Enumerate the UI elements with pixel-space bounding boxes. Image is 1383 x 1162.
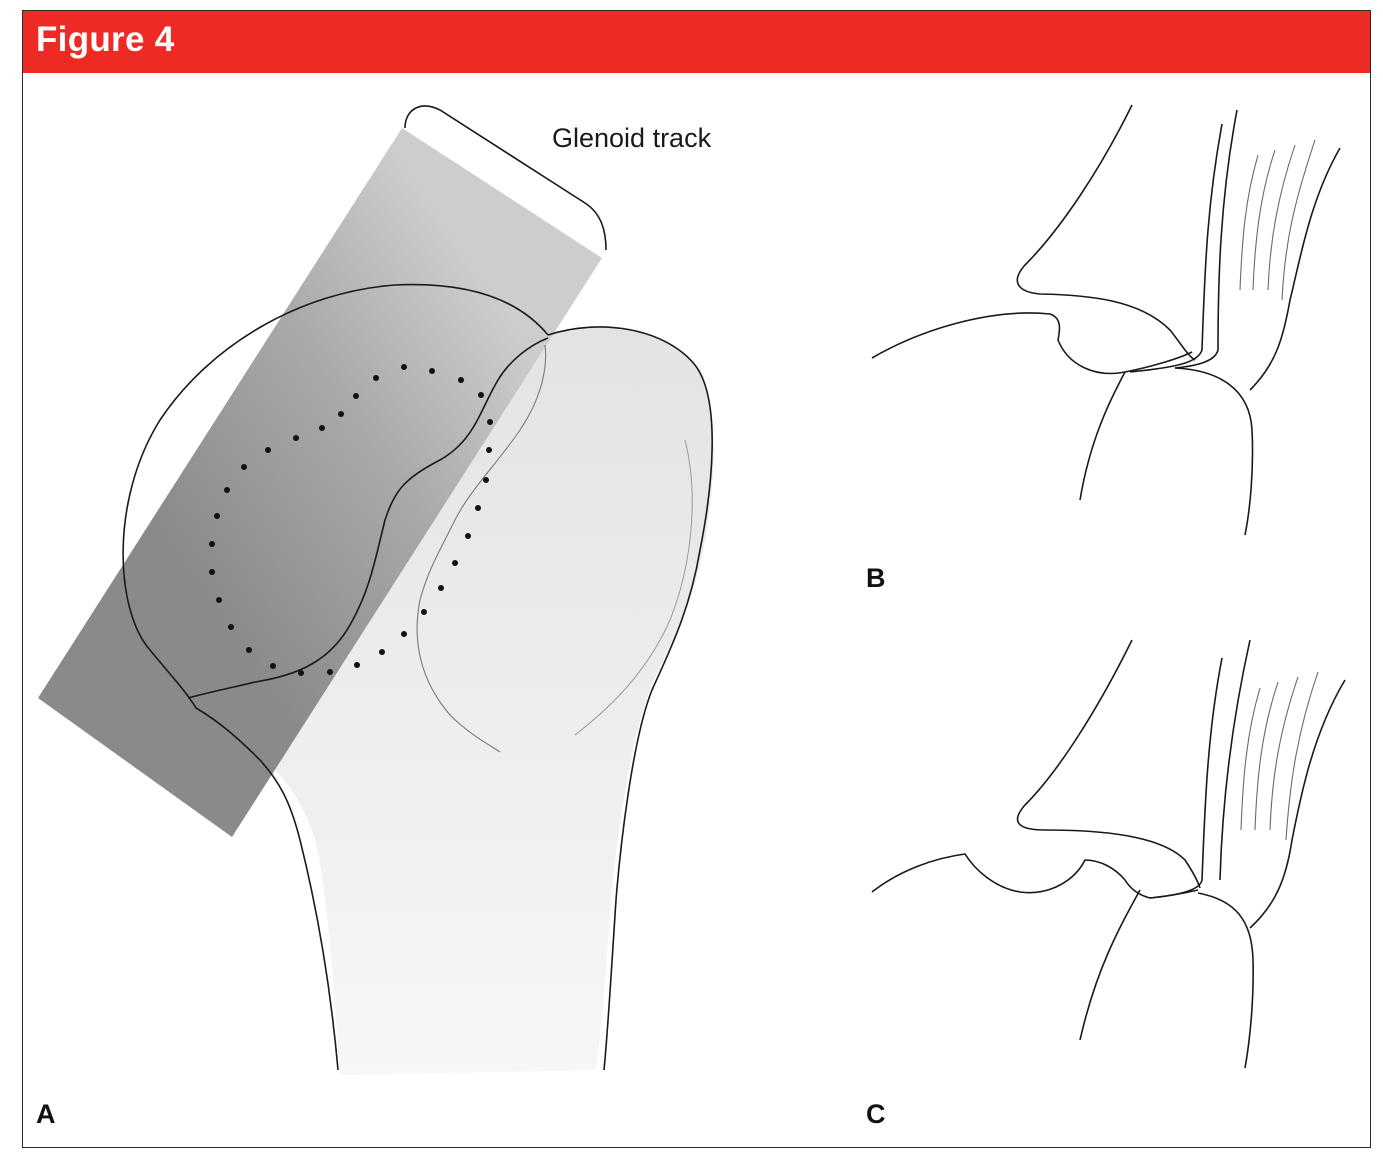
panel-a-drawing: Glenoid track <box>38 105 714 1075</box>
panel-c-glenoid-outline <box>1016 639 1201 889</box>
articular-circle-outline <box>122 283 549 841</box>
glenoid-track-band <box>38 128 602 837</box>
panel-c-fiber-5 <box>1240 687 1261 831</box>
panel-c-capsule-line-2 <box>1219 639 1251 881</box>
glenoid-track-bracket <box>404 105 607 251</box>
figure-title: Figure 4 <box>36 20 175 59</box>
panel-b-humerus-contour <box>1079 371 1126 501</box>
panel-b-fiber-5 <box>1239 154 1259 291</box>
panel-a-letter: A <box>36 1099 56 1129</box>
panel-b-fiber-2 <box>1281 139 1316 301</box>
figure-header: Figure 4 <box>23 11 1370 73</box>
dotted-defect-outline <box>209 364 493 676</box>
panel-b-humerus-contour-2 <box>1174 367 1254 536</box>
panel-c-humeral-head-arc <box>871 853 1199 899</box>
head-faint-contour <box>574 439 693 736</box>
lesion-groove-inner <box>416 344 547 753</box>
panel-c-humerus-contour-2 <box>1197 892 1254 1069</box>
panel-c-fiber-3 <box>1269 676 1299 831</box>
lesion-groove-line <box>187 337 549 699</box>
panel-b-drawing <box>871 104 1341 536</box>
panel-b-humeral-head-arc <box>871 312 1193 375</box>
panel-b-capsule-line-2 <box>1174 109 1238 369</box>
panel-c-letter: C <box>866 1099 886 1129</box>
panel-c-drawing <box>871 639 1346 1069</box>
panel-b-fiber-4 <box>1252 149 1276 291</box>
panel-c-humerus-contour <box>1079 889 1141 1041</box>
panel-c-fiber-2 <box>1285 671 1319 841</box>
panel-b-capsule-line <box>1129 123 1223 373</box>
humeral-shaft-left <box>299 839 339 1071</box>
panel-b-letter: B <box>866 563 886 593</box>
panel-b-fiber-1 <box>1249 147 1341 391</box>
humeral-head-contour <box>547 326 713 1071</box>
panel-c-capsule-line <box>1149 657 1223 899</box>
panel-b-fiber-3 <box>1267 144 1296 291</box>
humerus-fill <box>178 327 714 1075</box>
glenoid-track-label: Glenoid track <box>552 123 712 153</box>
panel-c-fiber-1 <box>1249 679 1346 929</box>
panel-c-fiber-4 <box>1254 681 1279 831</box>
panel-b-glenoid-outline <box>1016 104 1196 361</box>
